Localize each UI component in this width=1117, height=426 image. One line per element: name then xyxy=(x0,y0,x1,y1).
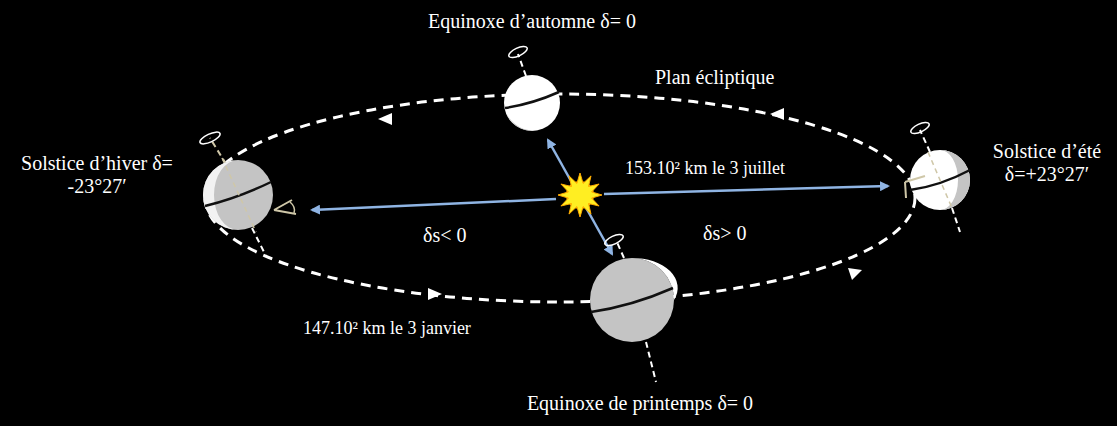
sun-symbol xyxy=(558,173,602,217)
equinox-arrow xyxy=(548,140,612,254)
solstice-label: Solstice d’été δ=+23°27′ xyxy=(985,140,1109,186)
orbit-arrowhead xyxy=(378,113,392,125)
equinox-label: Equinoxe d’automne δ= 0 xyxy=(425,10,639,33)
plane-label: Plan écliptique xyxy=(652,66,777,89)
orbit-arrowhead xyxy=(848,268,862,280)
earth-summer xyxy=(905,120,970,232)
earth-autumn xyxy=(504,44,560,131)
declination-label: δs> 0 xyxy=(700,222,750,245)
orbit-arrowhead xyxy=(770,108,784,120)
distance-label: 147.10² km le 3 janvier xyxy=(300,318,474,339)
equinox-label: Equinoxe de printemps δ= 0 xyxy=(524,392,756,415)
declination-label: δs< 0 xyxy=(420,224,470,247)
orbit-arrowhead xyxy=(428,288,442,300)
distance-arrow xyxy=(604,186,888,194)
earth-spring xyxy=(590,232,678,382)
distance-arrow xyxy=(312,199,556,210)
distance-label: 153.10² km le 3 juillet xyxy=(622,158,788,179)
solstice-label: Solstice d’hiver δ= -23°27′ xyxy=(8,152,186,198)
orbit-ellipse xyxy=(205,94,915,302)
earth-winter xyxy=(198,130,296,256)
